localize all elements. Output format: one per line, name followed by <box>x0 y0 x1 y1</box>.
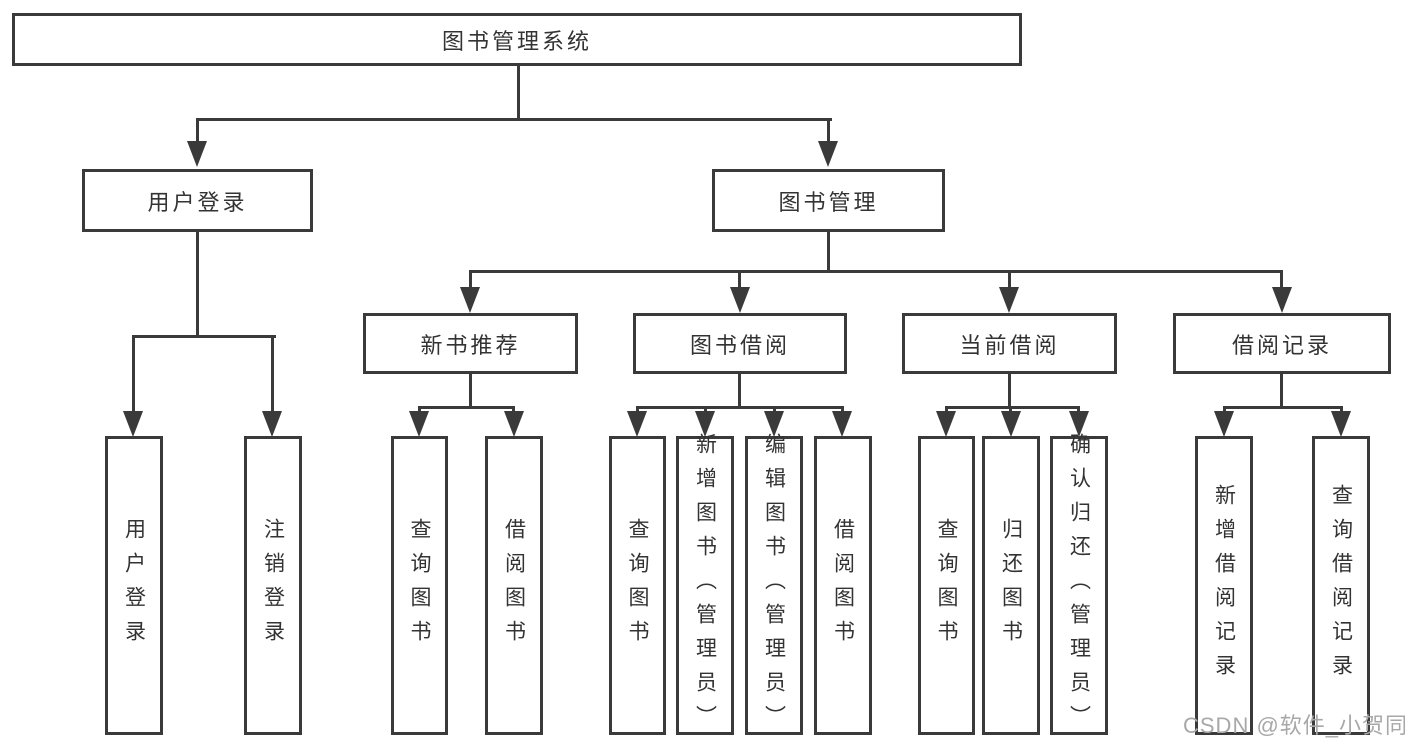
arrow-down-icon <box>764 411 784 437</box>
node-library-management-system: 图书管理系统 <box>12 13 1022 66</box>
node-label: 图书借阅 <box>689 332 790 358</box>
node-label: 借阅记录 <box>1231 332 1332 358</box>
csdn-watermark: CSDN @软件_小贺同学 <box>1183 713 1405 738</box>
leaf-user-login: 用户登录 <box>105 436 163 735</box>
arrow-down-icon <box>187 141 207 167</box>
connector-root-stem <box>517 66 520 121</box>
arrow-down-icon <box>262 411 282 437</box>
node-label: 图书管理 <box>778 189 879 215</box>
node-current-borrowing: 当前借阅 <box>902 313 1117 374</box>
connector-drop-section <box>738 273 741 290</box>
node-label: 新增借阅记录 <box>1212 483 1236 688</box>
arrow-down-icon <box>1214 411 1234 437</box>
node-label: 编辑图书（管理员） <box>762 432 786 739</box>
node-label: 借阅图书 <box>502 517 526 654</box>
node-borrowing-records: 借阅记录 <box>1173 313 1391 374</box>
leaf-borrow-books-recommend: 借阅图书 <box>485 436 543 735</box>
arrow-down-icon <box>730 287 750 313</box>
connector-drop-leaf <box>132 338 135 413</box>
leaf-add-borrow-record: 新增借阅记录 <box>1195 436 1253 735</box>
leaf-logout: 注销登录 <box>244 436 302 735</box>
node-label: 借阅图书 <box>831 517 855 654</box>
arrow-down-icon <box>695 411 715 437</box>
connector-bookmgmt-stem <box>827 232 830 273</box>
leaf-add-book-admin: 新增图书（管理员） <box>676 433 734 739</box>
arrow-down-icon <box>627 411 647 437</box>
arrow-down-icon <box>409 411 429 437</box>
arrow-down-icon <box>818 141 838 167</box>
connector-section-bar <box>1223 406 1343 409</box>
node-label: 确认归还（管理员） <box>1067 432 1091 739</box>
node-user-login: 用户登录 <box>82 169 313 232</box>
node-label: 注销登录 <box>261 517 285 654</box>
node-label: 查询借阅记录 <box>1329 483 1353 688</box>
arrow-down-icon <box>504 411 524 437</box>
node-book-borrowing: 图书借阅 <box>633 313 847 374</box>
node-label: 查询图书 <box>935 517 958 654</box>
connector-root-bar <box>196 118 832 121</box>
leaf-query-books-borrowing: 查询图书 <box>609 436 666 735</box>
node-label: 新增图书（管理员） <box>693 432 717 739</box>
connector-drop-leaf <box>271 338 274 413</box>
connector-userlogin-stem <box>196 232 199 338</box>
node-label: 用户登录 <box>147 189 248 215</box>
node-new-book-recommend: 新书推荐 <box>363 313 578 374</box>
node-label: 查询图书 <box>408 517 431 654</box>
connector-section-stem <box>1280 374 1283 409</box>
leaf-confirm-return-admin: 确认归还（管理员） <box>1050 433 1108 739</box>
connector-section-stem <box>469 374 472 409</box>
node-label: 新书推荐 <box>420 332 521 358</box>
connector-section-bar <box>418 406 515 409</box>
connector-section-bar <box>945 406 1080 409</box>
connector-drop-section <box>469 273 472 290</box>
node-label: 查询图书 <box>626 517 649 654</box>
arrow-down-icon <box>1331 411 1351 437</box>
connector-drop-book-mgmt <box>827 121 830 143</box>
node-label: 用户登录 <box>122 517 146 654</box>
arrow-down-icon <box>832 411 852 437</box>
arrow-down-icon <box>936 411 956 437</box>
leaf-query-books-recommend: 查询图书 <box>391 436 448 735</box>
leaf-query-books-current: 查询图书 <box>918 436 975 735</box>
connector-section-bar <box>636 406 844 409</box>
arrow-down-icon <box>1272 287 1292 313</box>
connector-drop-section <box>1008 273 1011 290</box>
arrow-down-icon <box>999 287 1019 313</box>
leaf-query-borrow-record: 查询借阅记录 <box>1312 436 1370 735</box>
arrow-down-icon <box>1069 411 1089 437</box>
connector-section-stem <box>1008 374 1011 409</box>
node-book-management: 图书管理 <box>712 169 945 232</box>
leaf-borrow-books-borrowing: 借阅图书 <box>814 436 872 735</box>
node-label: 图书管理系统 <box>441 28 592 54</box>
connector-drop-section <box>1280 273 1283 290</box>
leaf-edit-book-admin: 编辑图书（管理员） <box>745 433 803 739</box>
connector-section-stem <box>738 374 741 409</box>
leaf-return-book: 归还图书 <box>982 436 1040 735</box>
connector-userlogin-bar <box>132 335 276 338</box>
connector-drop-user-login <box>196 121 199 143</box>
node-label: 当前借阅 <box>959 332 1060 358</box>
arrow-down-icon <box>460 287 480 313</box>
node-label: 归还图书 <box>999 517 1023 654</box>
connector-bookmgmt-bar <box>469 270 1283 273</box>
arrow-down-icon <box>1001 411 1021 437</box>
arrow-down-icon <box>123 411 143 437</box>
